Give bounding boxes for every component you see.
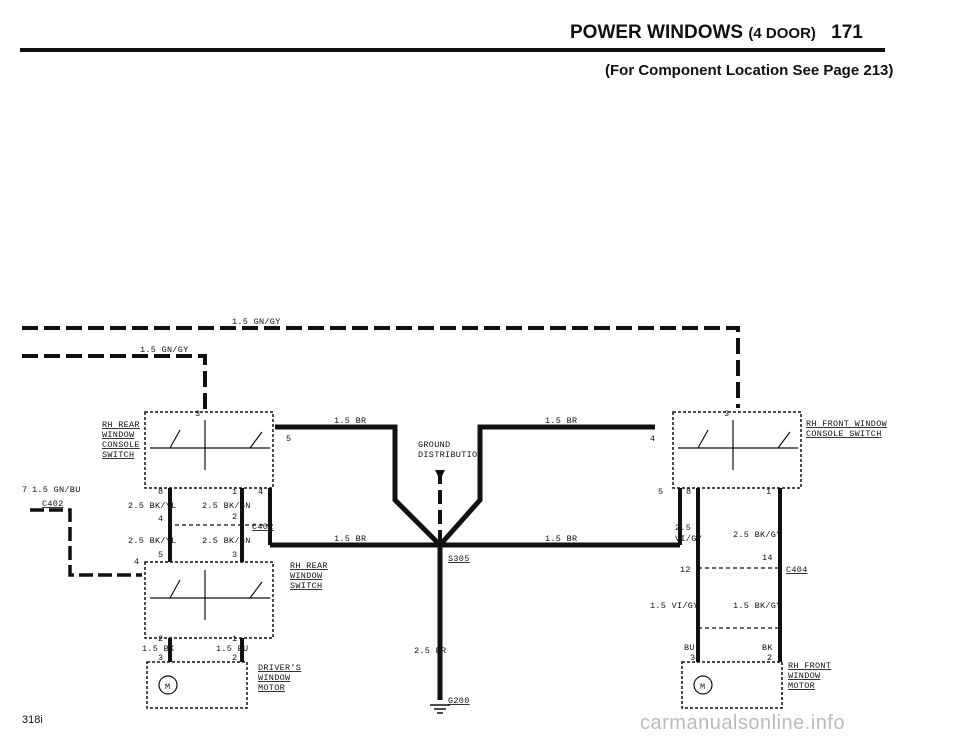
svg-text:5: 5 [158,550,163,560]
svg-text:8: 8 [158,487,163,497]
rh-front-motor-box [681,661,783,709]
comp-label: MOTOR [788,681,815,691]
footer-model: 318i [22,714,43,726]
wire-label: 2.5 BK/GN [202,501,251,511]
connector-c404: C404 [786,565,808,575]
svg-text:4: 4 [258,487,263,497]
svg-text:M: M [165,682,170,692]
splice-s305: S305 [448,554,470,564]
wire-label: BK [762,643,773,653]
rh-rear-window-switch-box [144,561,274,639]
svg-text:3: 3 [690,653,695,663]
svg-text:4: 4 [134,557,139,567]
comp-label: WINDOW [290,571,323,581]
wire-label: 2.5 BK/YL [128,536,177,546]
wire-label: 2.5 [675,523,691,533]
comp-label: RH REAR [102,420,140,430]
comp-label: SWITCH [290,581,322,591]
comp-label: SWITCH [102,450,134,460]
connector-c402: C402 [42,499,64,509]
wire-label: 1.5 GN/GY [232,317,281,327]
wire-gnbu [30,508,142,577]
comp-label: GROUND [418,440,450,450]
header-rule [20,48,885,52]
wire-br-right-top [438,424,655,547]
rh-rear-console-switch-box [144,411,274,489]
svg-text:12: 12 [680,565,691,575]
watermark: carmanualsonline.info [640,712,846,734]
drivers-motor-box [146,661,248,709]
wire-gngy-second [22,354,207,410]
comp-label: RH FRONT WINDOW [806,419,888,429]
comp-label: WINDOW [102,430,135,440]
svg-text:8: 8 [686,487,691,497]
svg-text:2: 2 [232,653,237,663]
svg-text:1: 1 [766,487,771,497]
ground-symbol [430,704,450,714]
wire-label: VI/GY [675,534,702,544]
wire-label: 1.5 VI/GY [650,601,699,611]
wire-label: 1.5 BR [545,534,577,544]
svg-text:1: 1 [232,634,237,644]
comp-label: RH FRONT [788,661,831,671]
comp-label: DRIVER'S [258,663,301,673]
wire-label: 1.5 GN/BU [32,485,81,495]
pin-label: 7 [22,485,27,495]
svg-text:4: 4 [650,434,655,444]
page-title: POWER WINDOWS (4 DOOR) 171 [570,22,863,43]
svg-text:3: 3 [232,550,237,560]
wire-label: 1.5 BK/GY [733,601,782,611]
rh-front-console-switch-box [672,411,802,489]
svg-text:4: 4 [158,514,163,524]
wire-label: 1.5 BR [545,416,577,426]
wire-label: 1.5 GN/GY [140,345,189,355]
comp-label: DISTRIBUTION [418,450,483,460]
wire-label: 2.5 BK/GY [733,530,782,540]
wire-label: 1.5 BK [142,644,175,654]
distribution-arrow [435,470,445,480]
comp-label: RH REAR [290,561,328,571]
comp-label: MOTOR [258,683,285,693]
svg-text:5: 5 [658,487,663,497]
comp-label: WINDOW [258,673,291,683]
wire-label: BU [684,643,695,653]
comp-label: WINDOW [788,671,821,681]
wire-label: 1.5 BR [334,534,366,544]
svg-text:2: 2 [767,653,772,663]
wire-gngy-top [22,326,740,408]
connector-c402: C402 [252,522,274,532]
wire-label: 1.5 BR [334,416,366,426]
page-subtitle: (For Component Location See Page 213) [605,62,894,79]
wire-label: 2.5 BK/GN [202,536,251,546]
svg-text:1: 1 [232,487,237,497]
svg-text:3: 3 [195,409,200,419]
svg-text:5: 5 [286,434,291,444]
svg-text:2: 2 [158,634,163,644]
svg-text:14: 14 [762,553,773,563]
svg-text:M: M [700,682,705,692]
wire-label: 2.5 BK/YL [128,501,177,511]
comp-label: CONSOLE SWITCH [806,429,882,439]
svg-text:2: 2 [232,512,237,522]
wire-label: 2.5 BR [414,646,446,656]
wire-br-left-top [275,424,442,547]
comp-label: CONSOLE [102,440,140,450]
ground-g200: G200 [448,696,470,706]
wire-label: 1.5 BU [216,644,248,654]
svg-text:3: 3 [158,653,163,663]
svg-text:3: 3 [724,409,729,419]
